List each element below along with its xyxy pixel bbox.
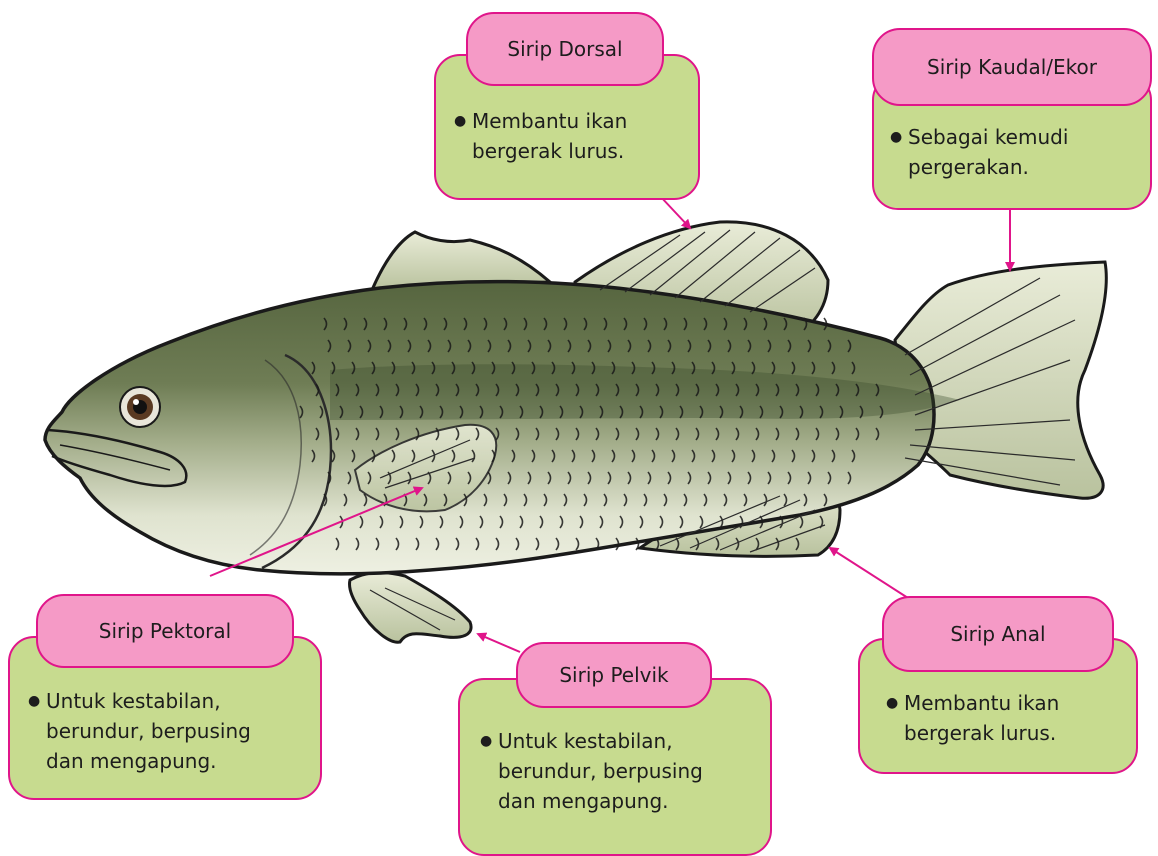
anal-description: ● Membantu ikan bergerak lurus.: [886, 688, 1059, 748]
anal-title: Sirip Anal: [882, 596, 1114, 672]
caudal-description: ● Sebagai kemudi pergerakan.: [890, 122, 1068, 182]
dorsal-pointer: [660, 196, 690, 228]
dorsal-description: ● Membantu ikan bergerak lurus.: [454, 106, 627, 166]
bullet-icon: ●: [886, 688, 904, 748]
dorsal-title: Sirip Dorsal: [466, 12, 664, 86]
caudal-callout: Sirip Kaudal/Ekor ● Sebagai kemudi perge…: [872, 28, 1152, 210]
bullet-icon: ●: [454, 106, 472, 166]
pelvic-title: Sirip Pelvik: [516, 642, 712, 708]
bullet-icon: ●: [890, 122, 908, 182]
pectoral-callout: Sirip Pektoral ● Untuk kestabilan, berun…: [8, 592, 322, 800]
pelvic-description: ● Untuk kestabilan, berundur, berpusing …: [480, 726, 703, 816]
anal-callout: Sirip Anal ● Membantu ikan bergerak luru…: [858, 594, 1138, 774]
pectoral-title: Sirip Pektoral: [36, 594, 294, 668]
bullet-icon: ●: [480, 726, 498, 816]
anal-pointer: [830, 548, 908, 598]
bullet-icon: ●: [28, 686, 46, 776]
dorsal-callout: Sirip Dorsal ● Membantu ikan bergerak lu…: [434, 8, 700, 200]
caudal-title: Sirip Kaudal/Ekor: [872, 28, 1152, 106]
pelvic-callout: Sirip Pelvik ● Untuk kestabilan, berundu…: [458, 636, 772, 836]
pectoral-description: ● Untuk kestabilan, berundur, berpusing …: [28, 686, 251, 776]
pelvic-fin: [349, 573, 471, 643]
